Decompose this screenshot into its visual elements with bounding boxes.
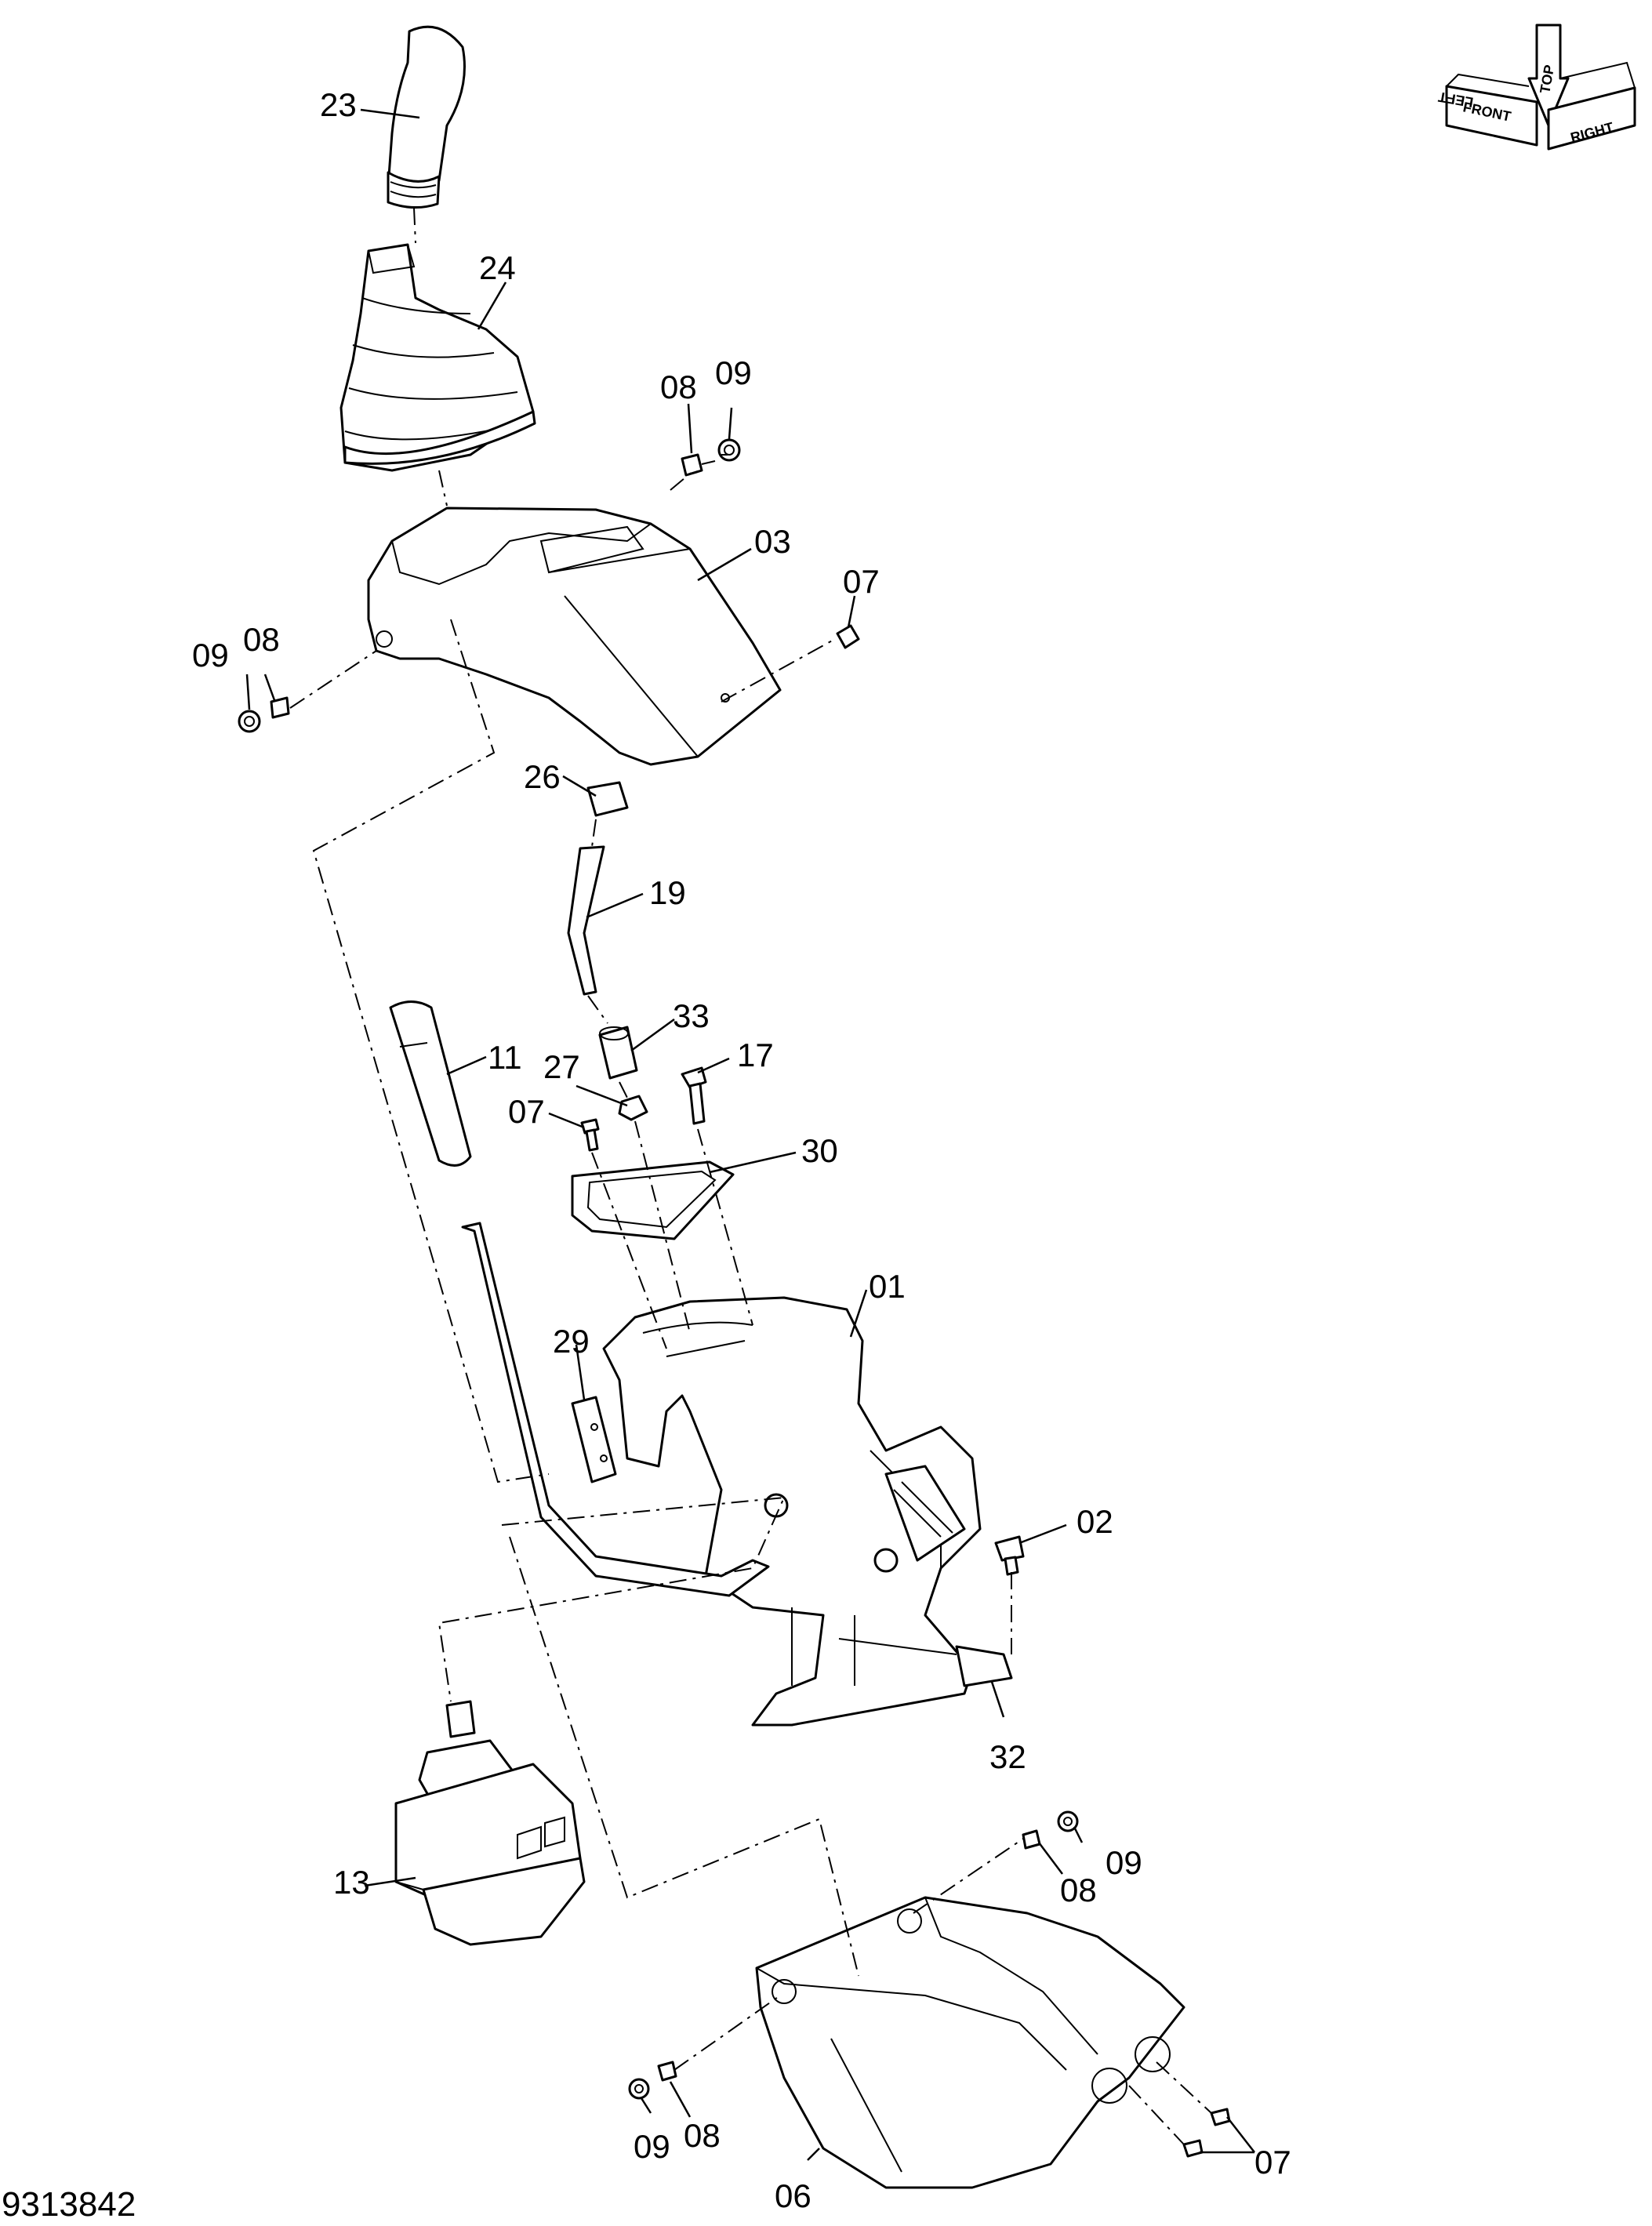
part-33-sleeve bbox=[598, 1026, 638, 1080]
callout-26: 26 bbox=[524, 758, 561, 795]
part-09-08-lower-right-hardware bbox=[1022, 1810, 1079, 1850]
callout-17: 17 bbox=[737, 1037, 774, 1073]
callout-24: 24 bbox=[479, 249, 516, 286]
part-29-plate bbox=[571, 1396, 617, 1483]
part-26-nut bbox=[586, 781, 629, 817]
part-17-bolt bbox=[681, 1066, 707, 1125]
callout-02: 02 bbox=[1077, 1503, 1113, 1540]
part-13-pilot-valve bbox=[394, 1700, 586, 1946]
callout-19: 19 bbox=[649, 874, 686, 911]
part-07-screw-upper bbox=[836, 624, 860, 649]
callout-08-lower-left: 08 bbox=[684, 2117, 721, 2154]
drawing-number: 9313842 bbox=[2, 2185, 136, 2224]
callout-09-lower-left: 09 bbox=[634, 2128, 670, 2165]
callout-03: 03 bbox=[754, 523, 791, 560]
callout-27: 27 bbox=[543, 1048, 580, 1085]
callout-23: 23 bbox=[320, 86, 357, 123]
part-08-09-upper-hardware bbox=[681, 438, 741, 477]
callout-32: 32 bbox=[989, 1738, 1026, 1775]
callout-06: 06 bbox=[775, 2177, 811, 2214]
callout-09-upper: 09 bbox=[715, 354, 752, 391]
part-30-gasket bbox=[571, 1160, 735, 1240]
part-07-screws-lower bbox=[1182, 2108, 1231, 2158]
part-07-screw-middle bbox=[580, 1118, 600, 1152]
part-11-cover-tube bbox=[389, 1000, 472, 1167]
callout-33: 33 bbox=[673, 997, 710, 1034]
part-32-plate bbox=[955, 1645, 1013, 1687]
part-06-lower-cover bbox=[755, 1896, 1185, 2189]
callout-29: 29 bbox=[553, 1323, 590, 1360]
callout-08-left: 08 bbox=[243, 621, 280, 658]
callout-labels: 23 24 08 09 03 07 09 08 26 19 33 11 27 1… bbox=[192, 86, 1291, 2214]
callout-08-lower-right: 08 bbox=[1060, 1872, 1097, 1908]
callout-07-middle: 07 bbox=[508, 1093, 545, 1130]
callout-07-upper: 07 bbox=[843, 563, 880, 600]
callout-09-lower-right: 09 bbox=[1106, 1844, 1142, 1881]
part-24-boot bbox=[339, 243, 536, 472]
callout-08-upper: 08 bbox=[660, 369, 697, 405]
callout-01: 01 bbox=[869, 1268, 906, 1305]
part-02-bolt bbox=[994, 1535, 1025, 1576]
callout-30: 30 bbox=[801, 1132, 838, 1169]
callout-13: 13 bbox=[333, 1864, 370, 1901]
assembly-centerlines bbox=[289, 207, 1212, 2145]
part-09-08-left-hardware bbox=[238, 696, 290, 733]
leader-lines bbox=[245, 108, 1255, 2161]
part-23-grip bbox=[387, 25, 466, 209]
linkage-rod bbox=[461, 1222, 770, 1597]
callout-09-left: 09 bbox=[192, 637, 229, 674]
callout-11: 11 bbox=[488, 1039, 522, 1076]
part-03-console-cover bbox=[367, 507, 782, 766]
part-27-nut bbox=[618, 1095, 648, 1121]
part-01-bracket bbox=[602, 1296, 982, 1727]
orientation-indicator: TOP FRONT RIGHT LEFT bbox=[1437, 24, 1636, 151]
part-09-08-lower-left-hardware bbox=[628, 2061, 677, 2100]
part-19-rod bbox=[567, 845, 605, 996]
callout-07-lower: 07 bbox=[1254, 2144, 1291, 2181]
